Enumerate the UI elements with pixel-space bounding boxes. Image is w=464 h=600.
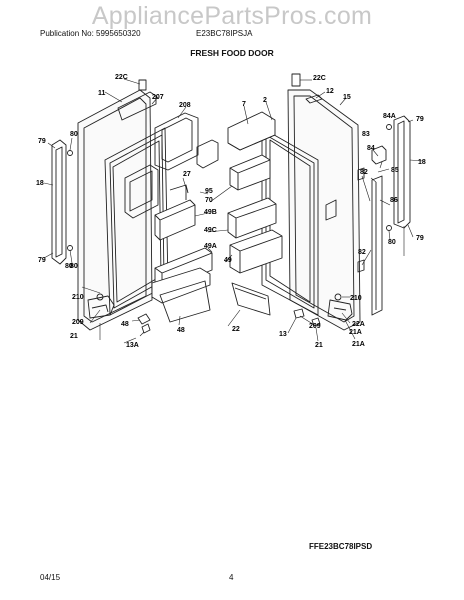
- callout-13A: 13A: [126, 342, 139, 349]
- callout-84A: 84A: [383, 113, 396, 120]
- callout-209: 209: [309, 323, 321, 330]
- callout-18: 18: [418, 159, 426, 166]
- callout-86: 86: [390, 197, 398, 204]
- callout-49B: 49B: [204, 209, 217, 216]
- callout-95: 95: [205, 188, 213, 195]
- callout-48: 48: [121, 321, 129, 328]
- callout-11: 11: [98, 90, 106, 97]
- callout-82: 82: [358, 249, 366, 256]
- section-title: FRESH FOOD DOOR: [190, 48, 274, 58]
- callout-207: 207: [152, 94, 164, 101]
- callout-79: 79: [416, 235, 424, 242]
- callout-15: 15: [343, 94, 351, 101]
- callout-49: 49: [224, 257, 232, 264]
- callout-83: 83: [362, 131, 370, 138]
- callout-21: 21: [70, 333, 78, 340]
- callout-79: 79: [416, 116, 424, 123]
- callout-21: 21: [315, 342, 323, 349]
- callout-13: 13: [279, 331, 287, 338]
- callout-70: 70: [205, 197, 213, 204]
- callout-80: 80: [70, 263, 78, 270]
- callout-21A: 21A: [352, 341, 365, 348]
- callout-49A: 49A: [204, 243, 217, 250]
- callout-84: 84: [367, 145, 375, 152]
- callout-18: 18: [36, 180, 44, 187]
- callout-80: 80: [388, 239, 396, 246]
- callout-209: 209: [72, 319, 84, 326]
- callout-22A: 22A: [352, 321, 365, 328]
- callout-79: 79: [38, 257, 46, 264]
- callout-79: 79: [38, 138, 46, 145]
- callout-2: 2: [263, 97, 267, 104]
- page-number: 4: [229, 573, 234, 582]
- revision-date: 04/15: [40, 573, 61, 582]
- callout-80: 80: [70, 131, 78, 138]
- diagram-linework: [51, 73, 411, 334]
- callout-208: 208: [179, 102, 191, 109]
- callout-27: 27: [183, 171, 191, 178]
- callout-21A: 21A: [349, 329, 362, 336]
- leader-lines: [43, 78, 424, 344]
- callout-22C: 22C: [115, 74, 128, 81]
- model-code: FFE23BC78IPSD: [309, 542, 373, 551]
- watermark: AppliancePartsPros.com: [91, 2, 373, 30]
- callout-210: 210: [72, 294, 84, 301]
- callout-80: 80: [65, 263, 73, 270]
- publication-number: Publication No: 5995650320: [40, 29, 141, 38]
- model-number: E23BC78IPSJA: [196, 29, 253, 38]
- callout-7: 7: [242, 101, 246, 108]
- callout-85: 85: [391, 167, 399, 174]
- callout-48: 48: [177, 327, 185, 334]
- callout-210: 210: [350, 295, 362, 302]
- callout-12: 12: [326, 88, 334, 95]
- callout-82: 82: [360, 169, 368, 176]
- callout-49C: 49C: [204, 227, 217, 234]
- callout-22C: 22C: [313, 75, 326, 82]
- callout-22: 22: [232, 326, 240, 333]
